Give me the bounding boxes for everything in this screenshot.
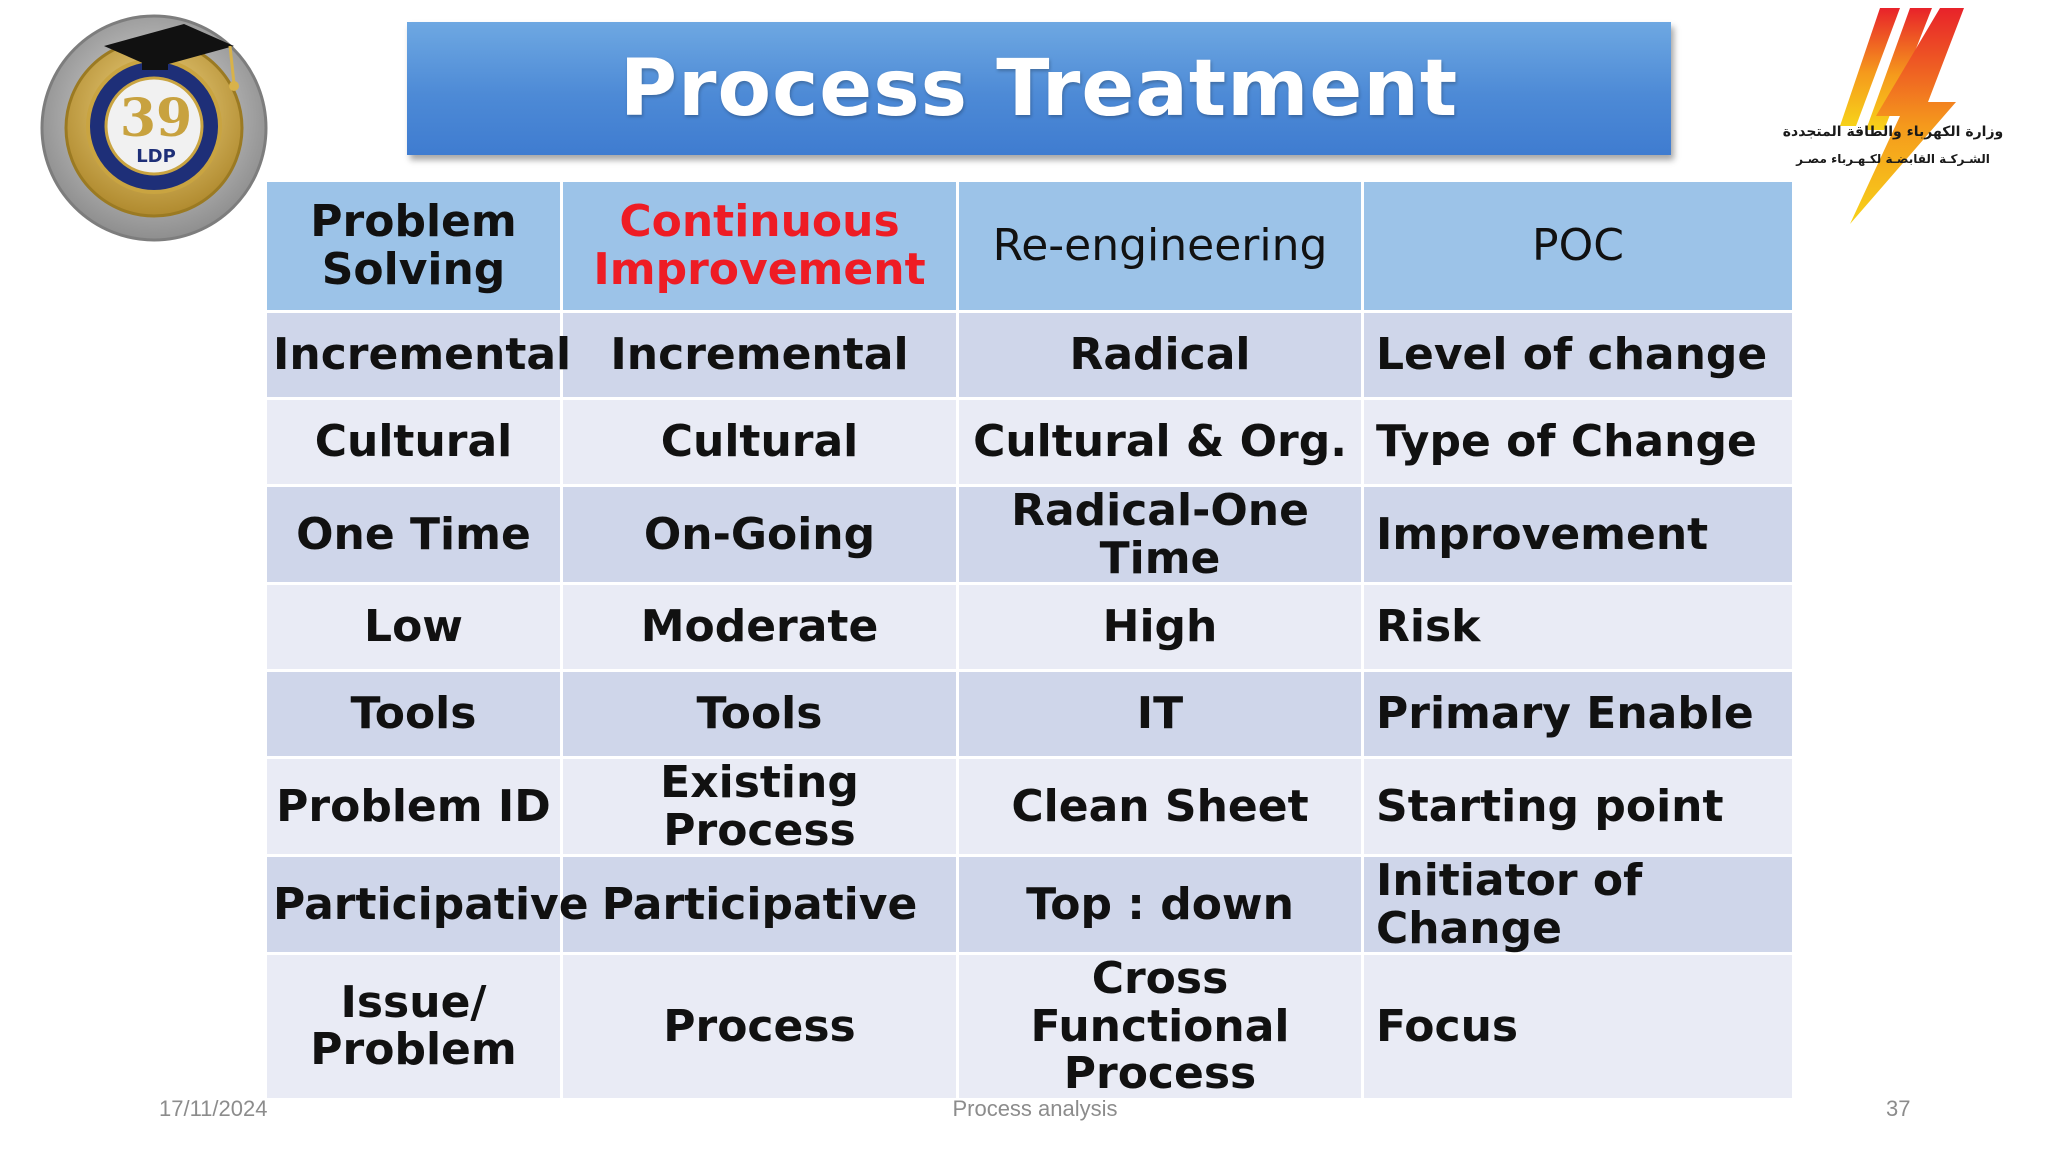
emblem-letters: LDP (136, 146, 176, 167)
table-cell: Participative (264, 854, 589, 956)
table-cell-poc: Initiator of Change (1361, 854, 1795, 956)
header-problem-solving: Problem Solving (264, 179, 563, 313)
table-cell: Participative (560, 854, 959, 956)
company-name-ar: الشـركـة القابضـة لكـهـرباء مصـر (1796, 152, 1990, 166)
table-cell: Low (264, 582, 563, 673)
table-cell: Incremental (264, 310, 571, 400)
table-cell: Existing Process (560, 756, 959, 858)
table-row: Tools Tools IT Primary Enable (264, 669, 1795, 760)
footer-date: 17/11/2024 (159, 1096, 268, 1121)
table-cell: High (956, 582, 1364, 673)
table-cell: Process (560, 952, 959, 1101)
table-cell: Tools (560, 669, 959, 760)
table-row: Incremental Incremental Radical Level of… (264, 310, 1795, 400)
process-treatment-table: Problem Solving Continuous Improvement R… (264, 179, 1795, 1101)
table-row: Low Moderate High Risk (264, 582, 1795, 673)
table-cell-poc: Risk (1361, 582, 1795, 673)
ldp-emblem-logo: 39 LDP (34, 6, 274, 242)
table-cell: Moderate (560, 582, 959, 673)
table-cell: On-Going (560, 483, 959, 586)
table-row: Issue/ Problem Process Cross Functional … (264, 952, 1795, 1101)
table-header-row: Problem Solving Continuous Improvement R… (264, 179, 1795, 313)
header-re-engineering: Re-engineering (956, 179, 1364, 313)
header-continuous-improvement: Continuous Improvement (560, 179, 959, 313)
table-cell-poc: Improvement (1361, 483, 1795, 586)
table-row: Problem ID Existing Process Clean Sheet … (264, 756, 1795, 858)
slide-title: Process Treatment (619, 43, 1459, 134)
table-cell: Clean Sheet (956, 756, 1364, 858)
title-banner: Process Treatment (407, 22, 1671, 155)
table-cell: Incremental (560, 310, 959, 400)
table-cell: Radical-One Time (956, 483, 1364, 586)
table-cell: Cultural (264, 397, 563, 487)
table-cell-poc: Focus (1361, 952, 1795, 1101)
table-cell: Top : down (956, 854, 1364, 956)
slide-number: 37 (1886, 1096, 1911, 1121)
table-row: Cultural Cultural Cultural & Org. Type o… (264, 397, 1795, 487)
table-cell-poc: Primary Enable (1361, 669, 1795, 760)
ministry-logo: وزارة الكهرباء والطاقة المتجددة الشـركـة… (1760, 6, 2022, 226)
table-cell: Cultural (560, 397, 959, 487)
ministry-name-ar: وزارة الكهرباء والطاقة المتجددة (1782, 124, 2004, 140)
footer-title: Process analysis (952, 1096, 1118, 1121)
table-cell: Problem ID (264, 756, 563, 858)
table-cell-poc: Level of change (1361, 310, 1795, 400)
table-cell: Tools (264, 669, 563, 760)
table-cell: Issue/ Problem (264, 952, 563, 1101)
table-cell: Cross Functional Process (956, 952, 1364, 1101)
emblem-number: 39 (119, 88, 193, 149)
header-poc: POC (1361, 179, 1795, 313)
table-cell: Cultural & Org. (956, 397, 1364, 487)
table-cell: IT (956, 669, 1364, 760)
table-row: One Time On-Going Radical-One Time Impro… (264, 483, 1795, 586)
table-row: Participative Participative Top : down I… (264, 854, 1795, 956)
table-cell-poc: Type of Change (1361, 397, 1795, 487)
table-cell: One Time (264, 483, 563, 586)
table-cell-poc: Starting point (1361, 756, 1795, 858)
table-cell: Radical (956, 310, 1364, 400)
